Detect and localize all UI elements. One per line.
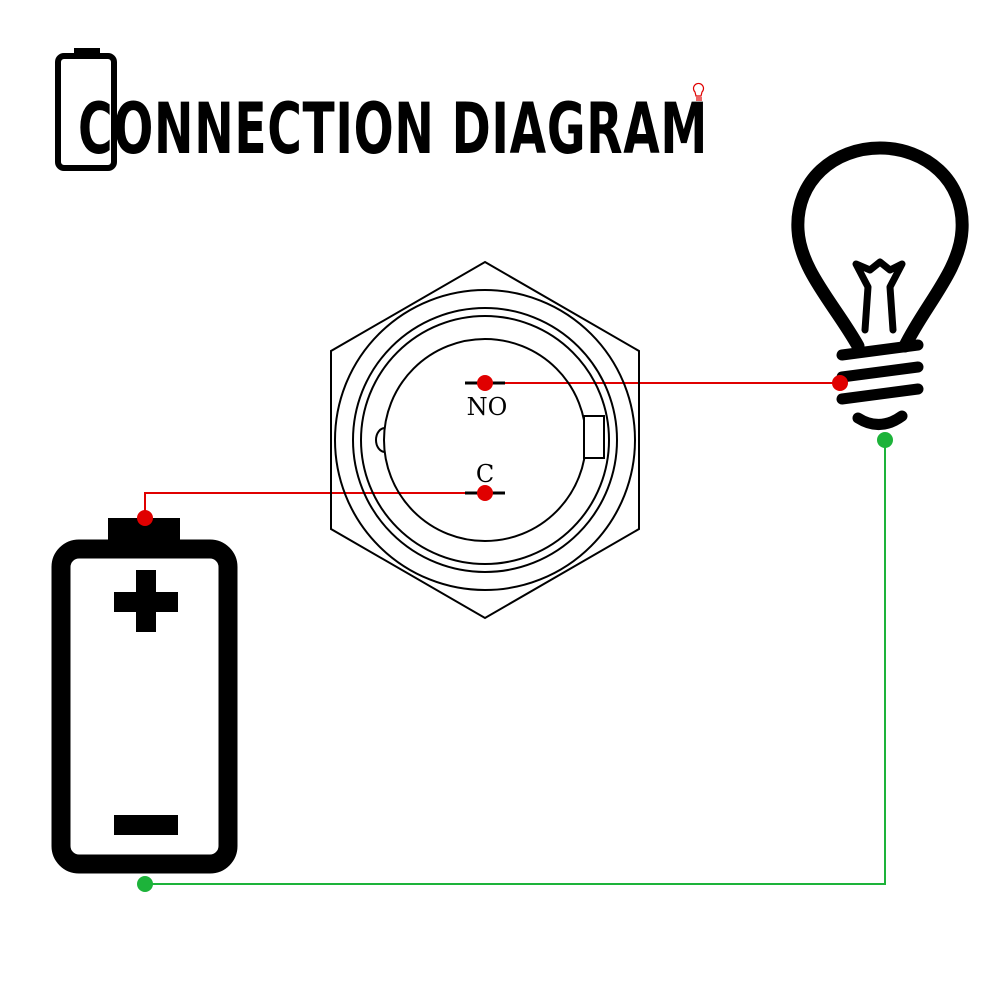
push-button-switch-icon <box>330 260 640 620</box>
battery-positive-dot <box>137 510 153 526</box>
switch-bezel-inner <box>360 315 610 565</box>
switch-locator-notch <box>375 427 386 453</box>
switch-button <box>383 338 587 542</box>
switch-hex-nut <box>330 260 640 620</box>
bulb-thread-3 <box>836 383 924 405</box>
switch-bezel <box>352 307 618 573</box>
battery-minus <box>114 815 178 835</box>
battery-plus-vertical <box>136 570 156 632</box>
c-terminal-dot <box>477 485 493 501</box>
bulb-filament <box>852 258 906 334</box>
switch-key-tab <box>583 415 605 459</box>
switch-outer-ring <box>334 289 636 591</box>
terminal-c-label: C <box>476 460 494 488</box>
wire-c-to-battery-positive <box>144 492 485 518</box>
bulb-tip <box>852 410 908 430</box>
terminal-no-label: NO <box>467 393 508 421</box>
bulb-negative-dot <box>877 432 893 448</box>
bulb-thread-2 <box>836 361 924 383</box>
battery-body <box>51 539 238 874</box>
lightbulb-icon <box>791 141 969 430</box>
battery-negative-dot <box>137 876 153 892</box>
title-battery-icon <box>55 48 117 171</box>
bulb-thread-1 <box>836 339 924 361</box>
no-terminal-dot <box>477 375 493 391</box>
bulb-glass <box>791 141 969 353</box>
battery-icon <box>51 518 238 874</box>
wire-bulb-to-battery-negative <box>145 440 886 885</box>
bulb-positive-dot <box>832 375 848 391</box>
page-title: CONNECTION DIAGRAM <box>78 88 708 170</box>
title-lightbulb-icon <box>692 82 705 101</box>
